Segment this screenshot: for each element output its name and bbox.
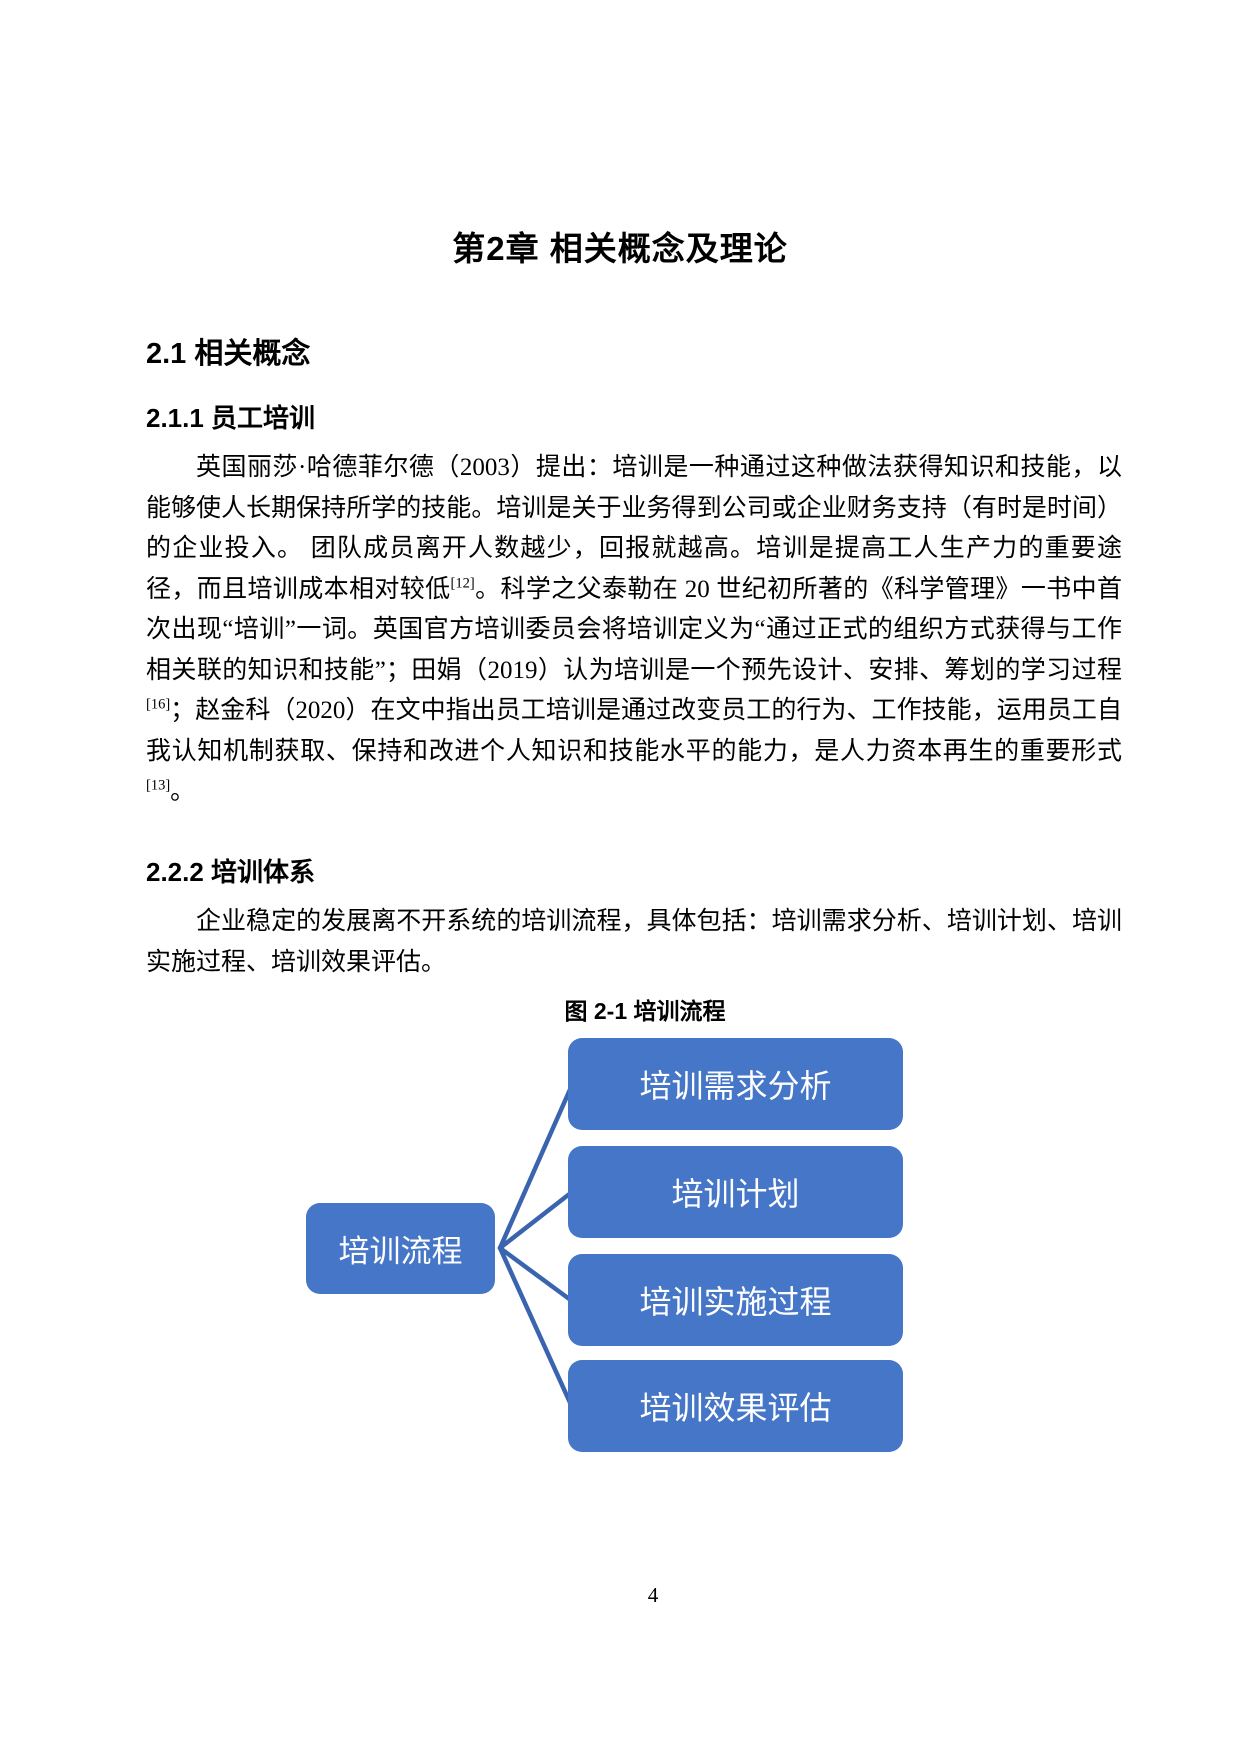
connector-line-3 <box>497 1245 575 1304</box>
diagram-box-training-needs-analysis: 培训需求分析 <box>568 1038 903 1130</box>
connector-line-2 <box>497 1189 575 1251</box>
diagram-root-box: 培训流程 <box>306 1203 495 1294</box>
diagram-box-label: 培训需求分析 <box>639 1068 832 1104</box>
figure-caption: 图 2-1 培训流程 <box>564 998 726 1024</box>
chapter-title: 第2章 相关概念及理论 <box>452 230 788 267</box>
connector-line-1 <box>497 1082 575 1251</box>
diagram-box-label: 培训实施过程 <box>639 1284 832 1320</box>
diagram-box-training-evaluation: 培训效果评估 <box>568 1360 903 1452</box>
connector-line-4 <box>497 1245 575 1410</box>
paragraph-2: 企业稳定的发展离不开系统的培训流程，具体包括：培训需求分析、培训计划、培训实施过… <box>146 908 1122 976</box>
subsection-heading-2-1-1: 2.1.1 员工培训 <box>146 403 316 433</box>
paragraph-1: 英国丽莎·哈德菲尔德（2003）提出：培训是一种通过这种做法获得知识和技能，以能… <box>146 454 1122 805</box>
subsection-heading-2-2-2: 2.2.2 培训体系 <box>146 857 316 887</box>
diagram-root-label: 培训流程 <box>338 1234 463 1269</box>
diagram-box-training-plan: 培训计划 <box>568 1146 903 1238</box>
page-number: 4 <box>647 1583 659 1607</box>
diagram-box-label: 培训计划 <box>671 1176 800 1212</box>
diagram-box-training-implementation: 培训实施过程 <box>568 1254 903 1346</box>
section-heading-2-1: 2.1 相关概念 <box>146 338 311 370</box>
diagram-box-label: 培训效果评估 <box>639 1390 832 1426</box>
